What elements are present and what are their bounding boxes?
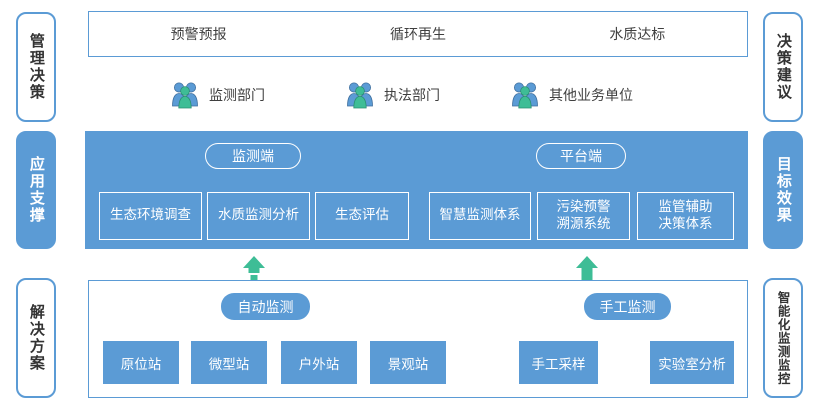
pill-platform-terminal[interactable]: 平台端 xyxy=(536,143,626,169)
departments-row: 监测部门 执法部门 其他业务单位 xyxy=(170,78,670,112)
goal-item-0[interactable]: 预警预报 xyxy=(89,24,308,44)
goal-label: 预警预报 xyxy=(170,27,227,43)
module-smart-monitoring-system[interactable]: 智慧监测体系 xyxy=(429,192,531,240)
goal-item-1[interactable]: 循环再生 xyxy=(308,24,527,44)
up-arrow-right xyxy=(576,256,598,280)
left-label-application-support: 应用支撑 xyxy=(16,131,56,249)
module-eco-environment-survey[interactable]: 生态环境调查 xyxy=(99,192,202,240)
department-enforcement[interactable]: 执法部门 xyxy=(345,81,510,109)
goals-box: 预警预报 循环再生 水质达标 xyxy=(88,11,748,57)
pill-monitoring-terminal[interactable]: 监测端 xyxy=(205,143,301,169)
module-eco-assessment[interactable]: 生态评估 xyxy=(315,192,409,240)
up-arrow-left xyxy=(243,256,265,281)
module-water-quality-analysis[interactable]: 水质监测分析 xyxy=(207,192,310,240)
people-group-icon xyxy=(172,82,198,109)
pill-manual-monitoring[interactable]: 手工监测 xyxy=(584,293,671,320)
station-micro[interactable]: 微型站 xyxy=(191,341,267,384)
goal-label: 循环再生 xyxy=(389,27,446,43)
station-manual-sampling[interactable]: 手工采样 xyxy=(519,341,598,384)
department-label: 执法部门 xyxy=(384,88,440,104)
department-monitoring[interactable]: 监测部门 xyxy=(170,81,345,109)
department-label: 监测部门 xyxy=(209,88,265,104)
department-other-units[interactable]: 其他业务单位 xyxy=(510,81,670,109)
right-label-intelligent-monitoring: 智能化监测监控 xyxy=(763,278,803,398)
right-label-decision-advice: 决策建议 xyxy=(763,12,803,122)
goal-item-2[interactable]: 水质达标 xyxy=(528,24,747,44)
module-pollution-warning-tracing[interactable]: 污染预警 溯源系统 xyxy=(537,192,630,240)
people-group-icon xyxy=(347,82,373,109)
left-label-management-decision: 管理决策 xyxy=(16,12,56,122)
station-landscape[interactable]: 景观站 xyxy=(370,341,446,384)
left-label-solution: 解决方案 xyxy=(16,278,56,398)
goal-label: 水质达标 xyxy=(609,27,666,43)
station-outdoor[interactable]: 户外站 xyxy=(281,341,357,384)
pill-automatic-monitoring[interactable]: 自动监测 xyxy=(221,293,310,320)
module-supervision-decision-support[interactable]: 监管辅助 决策体系 xyxy=(637,192,734,240)
department-label: 其他业务单位 xyxy=(549,88,633,104)
right-label-target-effect: 目标效果 xyxy=(763,131,803,249)
people-group-icon xyxy=(512,82,538,109)
station-in-situ[interactable]: 原位站 xyxy=(103,341,179,384)
station-laboratory-analysis[interactable]: 实验室分析 xyxy=(650,341,734,384)
